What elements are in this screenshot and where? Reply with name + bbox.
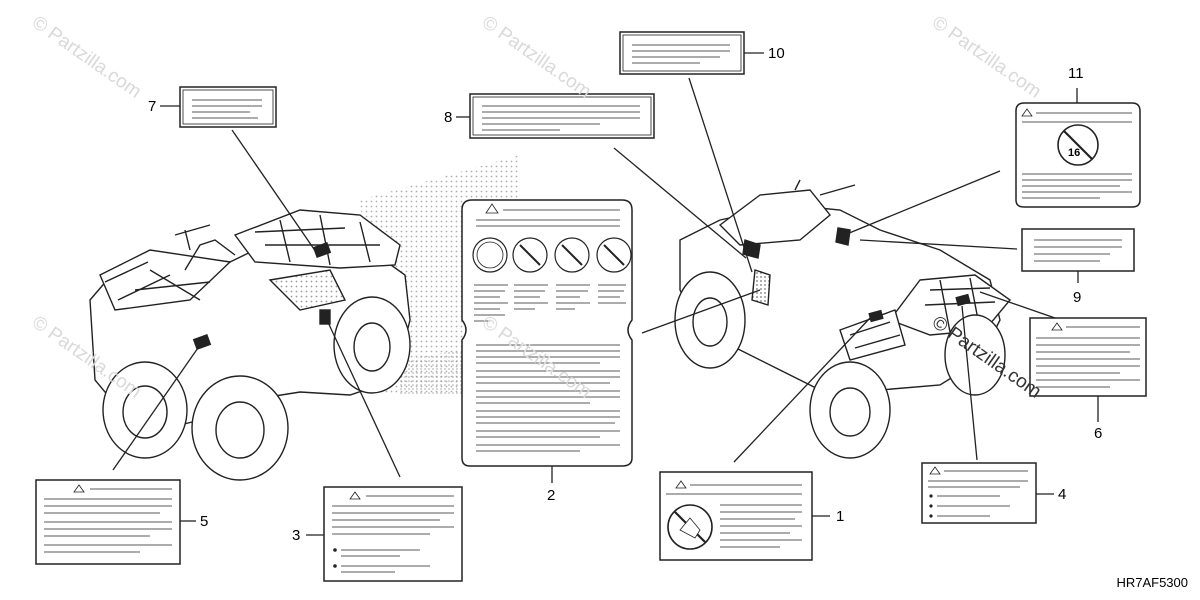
atv-right bbox=[674, 179, 1012, 459]
label-1 bbox=[659, 471, 813, 561]
label-3 bbox=[323, 486, 463, 582]
label-7 bbox=[179, 86, 277, 128]
label-4 bbox=[921, 462, 1037, 524]
callout-9[interactable]: 9 bbox=[1073, 289, 1082, 306]
callout-2[interactable]: 2 bbox=[547, 487, 556, 504]
callout-10[interactable]: 10 bbox=[768, 45, 785, 62]
label-5 bbox=[35, 479, 181, 565]
callout-8[interactable]: 8 bbox=[444, 109, 453, 126]
callout-11[interactable]: 11 bbox=[1068, 65, 1084, 82]
label-11-age-text: 16 bbox=[1068, 147, 1081, 159]
callout-6[interactable]: 6 bbox=[1094, 425, 1103, 442]
callout-1[interactable]: 1 bbox=[836, 508, 845, 525]
callout-3[interactable]: 3 bbox=[292, 527, 301, 544]
callout-7[interactable]: 7 bbox=[148, 98, 157, 115]
label-10 bbox=[619, 31, 745, 75]
label-8 bbox=[469, 93, 655, 139]
callout-4[interactable]: 4 bbox=[1058, 486, 1067, 503]
label-6 bbox=[1029, 317, 1147, 397]
label-2 bbox=[461, 199, 633, 467]
atv-left bbox=[89, 209, 411, 481]
label-11 bbox=[1015, 102, 1141, 208]
leader-lines bbox=[112, 52, 1099, 536]
callout-5[interactable]: 5 bbox=[200, 513, 209, 530]
diagram-code: HR7AF5300 bbox=[1116, 575, 1188, 590]
label-9 bbox=[1021, 228, 1135, 272]
